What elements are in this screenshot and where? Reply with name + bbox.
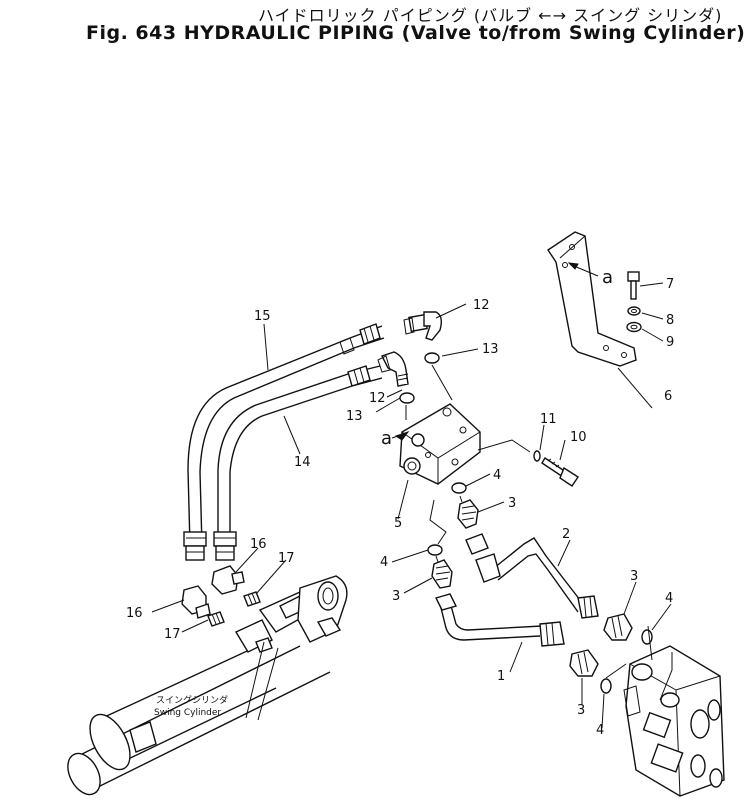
callout-5: 5 <box>394 516 402 531</box>
control-valve <box>623 645 725 797</box>
leader-lines <box>151 282 672 729</box>
o-ring-4b <box>427 544 443 556</box>
callout-17a: 17 <box>278 551 295 566</box>
hose-15 <box>183 323 385 561</box>
callout-8: 8 <box>666 313 674 328</box>
callout-13b: 13 <box>346 409 363 424</box>
callout-3d: 3 <box>577 703 585 718</box>
o-ring-4a <box>451 482 467 494</box>
o-ring-4c <box>641 629 653 645</box>
callout-3b: 3 <box>392 589 400 604</box>
cylinder-label-english: Swing Cylinder <box>154 708 221 718</box>
callout-labels: 12 13 12 13 15 14 5 4 3 4 3 11 10 6 7 8 … <box>126 267 674 738</box>
connector-3-bottom <box>569 649 599 677</box>
cylinder-label-japanese: スイングシリンダ <box>156 694 228 706</box>
detail-letter-bracket: a <box>602 267 613 288</box>
callout-4c: 4 <box>665 591 673 606</box>
callout-14: 14 <box>294 455 311 470</box>
connector-3-right <box>603 613 633 641</box>
callout-12a: 12 <box>473 298 490 313</box>
elbow-fitting-upper-right <box>403 311 443 341</box>
callout-16a: 16 <box>250 537 267 552</box>
callout-16b: 16 <box>126 606 143 621</box>
o-ring-13a <box>424 352 440 364</box>
callout-6: 6 <box>664 389 672 404</box>
connector-3-upper <box>457 499 479 529</box>
callout-10: 10 <box>570 430 587 445</box>
pipe-2 <box>465 533 599 619</box>
diagram-canvas: ハイドロリック パイピング (バルブ ←→ スイング シリンダ) Fig. 64… <box>67 6 745 797</box>
bolt-part <box>626 271 642 333</box>
callout-13a: 13 <box>482 342 499 357</box>
bracket-part <box>547 231 637 367</box>
callout-3c: 3 <box>630 569 638 584</box>
callout-2: 2 <box>562 527 570 542</box>
callout-4d: 4 <box>596 723 604 738</box>
nipple-17-upper <box>243 591 261 607</box>
hose-14 <box>213 365 383 561</box>
bolt-10-part <box>541 457 579 487</box>
callout-15: 15 <box>254 309 271 324</box>
o-ring-4d <box>600 678 612 694</box>
elbow-16-right <box>211 565 245 595</box>
callout-1: 1 <box>497 669 505 684</box>
callout-12b: 12 <box>369 391 386 406</box>
callout-3a: 3 <box>508 496 516 511</box>
connector-3-lower <box>431 559 453 589</box>
washer-11 <box>533 450 541 462</box>
guide-lines <box>245 364 673 721</box>
elbow-16-left <box>181 585 211 619</box>
parts-drawing: 12 13 12 13 15 14 5 4 3 4 3 11 10 6 7 8 … <box>67 231 725 797</box>
pipe-1 <box>434 593 565 647</box>
detail-arrow-valve <box>394 431 410 441</box>
callout-11: 11 <box>540 412 557 427</box>
detail-letter-valve: a <box>381 428 392 449</box>
figure-title-english: Fig. 643 HYDRAULIC PIPING (Valve to/from… <box>86 22 745 44</box>
nipple-17-lower <box>207 611 225 627</box>
figure-title-japanese: ハイドロリック パイピング (バルブ ←→ スイング シリンダ) <box>258 6 723 25</box>
swing-cylinder <box>67 575 348 796</box>
callout-9: 9 <box>666 335 674 350</box>
callout-7: 7 <box>666 277 674 292</box>
callout-4b: 4 <box>380 555 388 570</box>
elbow-fitting-upper-left <box>377 351 409 387</box>
detail-arrow-line <box>391 433 405 439</box>
callout-17b: 17 <box>164 627 181 642</box>
o-ring-13b <box>399 392 415 404</box>
callout-4a: 4 <box>493 468 501 483</box>
valve-block-part <box>399 403 481 485</box>
